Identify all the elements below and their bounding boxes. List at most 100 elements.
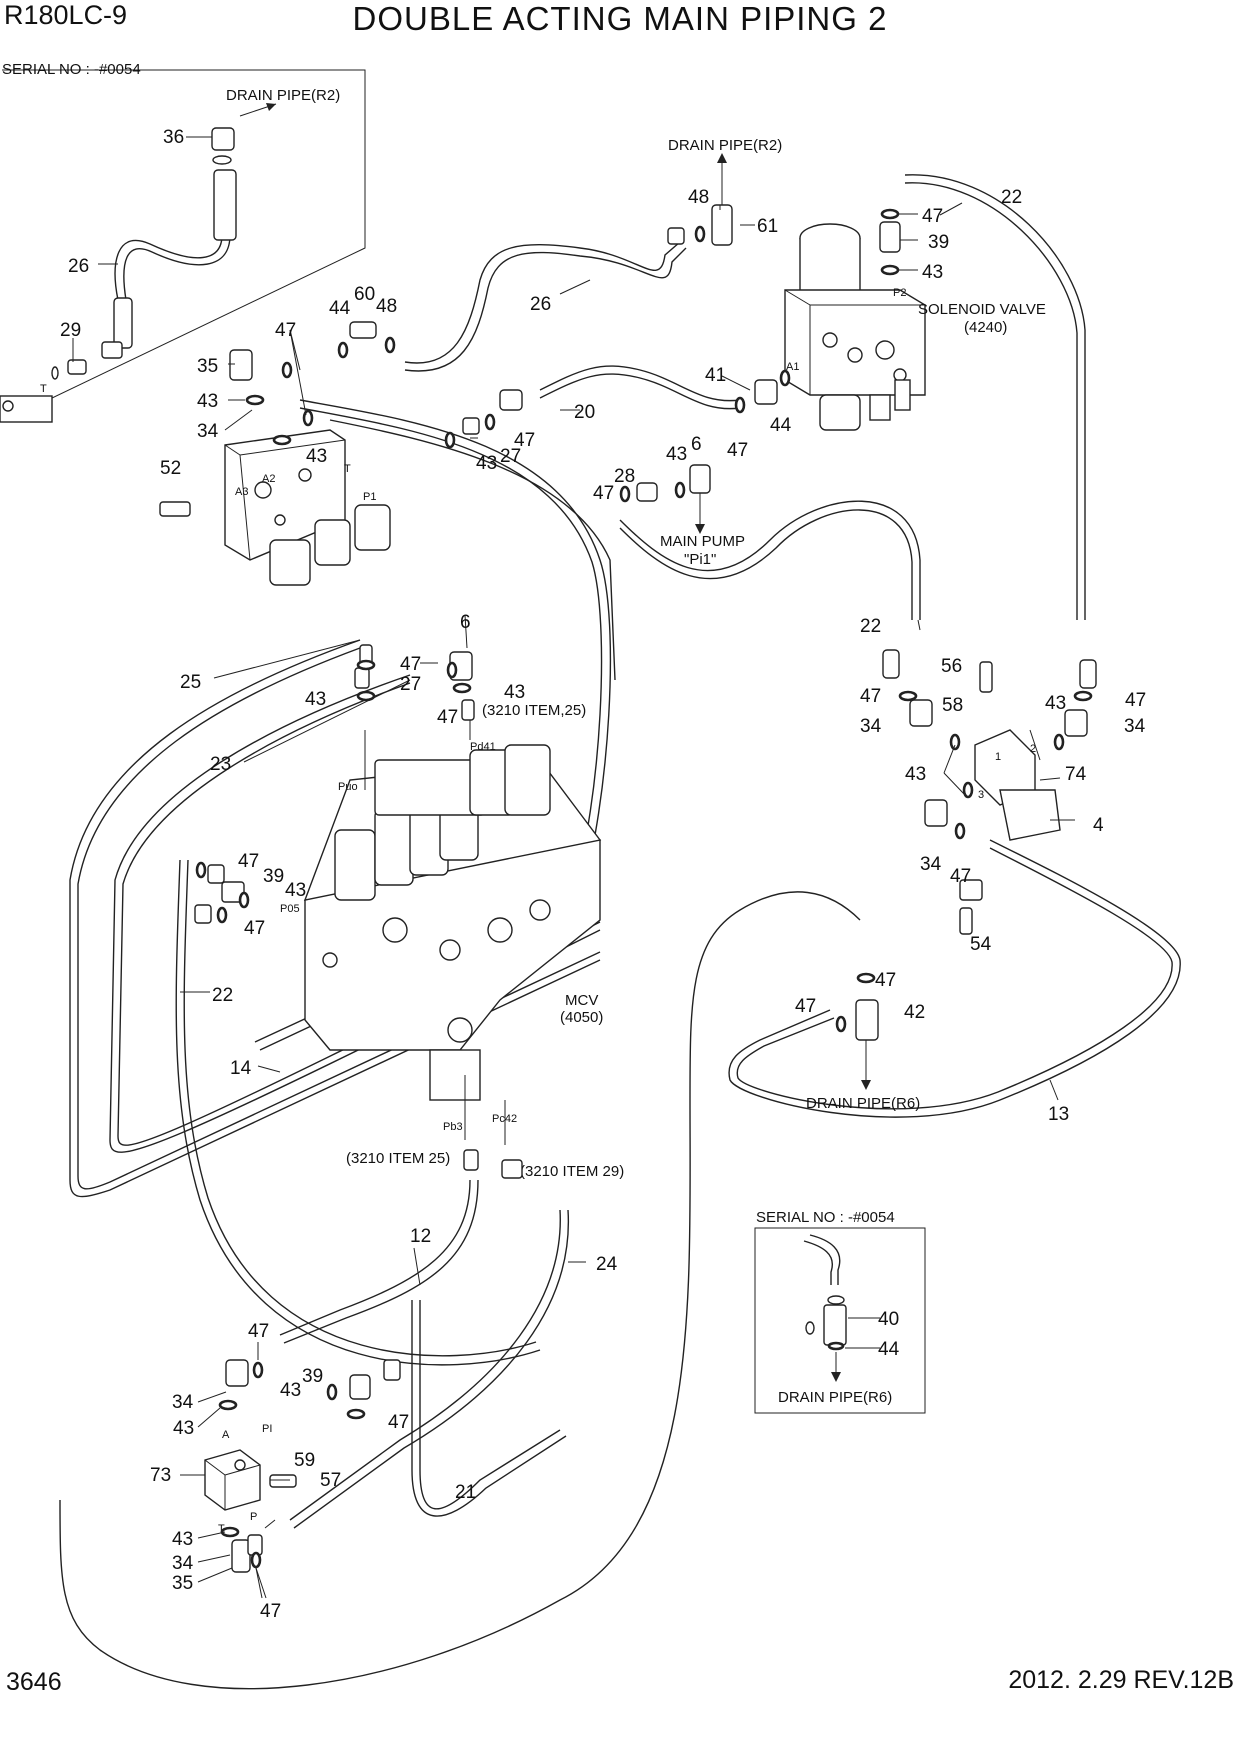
tee-40 — [823, 1304, 847, 1346]
callout-47-q: 47 — [260, 1601, 281, 1622]
callout-25: 25 — [180, 672, 201, 693]
callout-23: 23 — [210, 754, 231, 775]
callout-43-e: 43 — [666, 444, 687, 465]
callout-34: 34 — [197, 421, 219, 442]
valve-73: A T P PI — [204, 1423, 272, 1535]
callout-60: 60 — [354, 284, 375, 305]
solenoid-valve-code: (4240) — [964, 319, 1007, 336]
callout-44-c: 44 — [878, 1339, 900, 1360]
pipe-13-lower — [59, 891, 861, 1690]
callout-14: 14 — [230, 1058, 252, 1079]
pipe-22-right — [904, 174, 1086, 620]
page-number: 3646 — [6, 1668, 62, 1696]
pipe-22-mid — [619, 500, 921, 620]
model-name: R180LC-9 — [4, 0, 128, 30]
port-label-p: P — [250, 1511, 257, 1523]
port-label-a1: A1 — [786, 361, 799, 373]
callout-47-b: 47 — [275, 320, 296, 341]
callout-6: 6 — [691, 434, 702, 455]
callout-6-b: 6 — [460, 612, 471, 633]
callout-43-l: 43 — [172, 1529, 193, 1550]
port-label-p1: P1 — [363, 491, 376, 503]
callout-numbers: 36 26 29 48 61 22 47 39 43 26 44 60 48 4… — [60, 127, 1146, 1622]
callout-61: 61 — [757, 216, 778, 237]
mcv-4050: MCV (4050) Pd41 Puo P05 Pb3 Pc42 — [280, 700, 603, 1145]
callout-47-n: 47 — [795, 996, 816, 1017]
port-label-a2: A2 — [262, 473, 275, 485]
port-label-pd41: Pd41 — [470, 741, 496, 753]
item-3210-25a: (3210 ITEM,25) — [482, 702, 586, 719]
pipes — [59, 174, 1181, 1690]
callout-22: 22 — [1001, 187, 1022, 208]
callout-43-l-top: 43 — [173, 1418, 194, 1439]
callout-47-c: 47 — [727, 440, 748, 461]
pipe-24 — [289, 1209, 561, 1521]
callout-43: 43 — [922, 262, 943, 283]
fitting-52 — [159, 501, 191, 517]
port-label-2: 2 — [1030, 743, 1036, 755]
callout-39-b: 39 — [263, 866, 284, 887]
mcv-label: MCV — [565, 992, 598, 1009]
inset-drain-label: DRAIN PIPE(R2) — [226, 87, 340, 104]
solenoid-valve-label: SOLENOID VALVE — [918, 301, 1046, 318]
pipe-14 — [259, 399, 612, 1051]
main-pump-port: "Pi1" — [684, 551, 716, 568]
port-label-t3: T — [218, 1523, 225, 1535]
callout-57: 57 — [320, 1470, 341, 1491]
pipe-13 — [728, 839, 1181, 1118]
callout-56: 56 — [941, 656, 962, 677]
callout-34-c: 34 — [1124, 716, 1146, 737]
leader-lines — [72, 136, 1075, 1599]
callout-54: 54 — [970, 934, 992, 955]
callout-26: 26 — [68, 256, 89, 277]
valve-block-left: A3 A2 T P1 — [159, 429, 391, 586]
callout-34-f: 34 — [172, 1553, 194, 1574]
callout-43-c: 43 — [306, 446, 327, 467]
port-label-a: A — [222, 1429, 230, 1441]
callout-28: 28 — [614, 466, 635, 487]
callout-59: 59 — [294, 1450, 315, 1471]
callout-41: 41 — [705, 365, 726, 386]
callout-27-b: 27 — [400, 674, 421, 695]
pipe-12 — [279, 1179, 471, 1336]
inset-bottom-right: SERIAL NO : -#0054 DRAIN PIPE(R6) — [754, 1209, 926, 1414]
port-label-1: 1 — [995, 751, 1001, 763]
pipe-20 — [539, 365, 741, 402]
callout-47-g: 47 — [437, 707, 458, 728]
revision-date: 2012. 2.29 REV.12B — [1008, 1666, 1234, 1694]
tee-61 — [711, 204, 733, 246]
port-label-a3: A3 — [235, 486, 248, 498]
callout-34-d: 34 — [920, 854, 942, 875]
callout-43-d: 43 — [476, 453, 497, 474]
callout-74: 74 — [1065, 764, 1087, 785]
callout-24: 24 — [596, 1254, 618, 1275]
fitting-29 — [67, 359, 87, 375]
callout-22-b: 22 — [860, 616, 881, 637]
mcv-code: (4050) — [560, 1009, 603, 1026]
callout-43-b: 43 — [197, 391, 218, 412]
callout-47-f: 47 — [400, 654, 421, 675]
callout-44: 44 — [329, 298, 351, 319]
callout-13: 13 — [1048, 1104, 1069, 1125]
callout-47-m: 47 — [875, 970, 896, 991]
callout-22-c: 22 — [212, 985, 233, 1006]
flow-labels: DRAIN PIPE(R2) MAIN PUMP "Pi1" DRAIN PIP… — [346, 137, 920, 1180]
pipe-22-left — [175, 859, 541, 1366]
callout-36: 36 — [163, 127, 184, 148]
port-label-p05: P05 — [280, 903, 300, 915]
callout-34-b: 34 — [860, 716, 882, 737]
callout-48: 48 — [688, 187, 709, 208]
callout-21: 21 — [455, 1482, 476, 1503]
callout-48-b: 48 — [376, 296, 397, 317]
callout-43-k: 43 — [280, 1380, 301, 1401]
pipe-25 — [69, 639, 601, 1198]
solenoid-valve-4240: SOLENOID VALVE (4240) A1 P2 — [784, 223, 1046, 431]
callout-47-o: 47 — [248, 1321, 269, 1342]
pipe-21 — [419, 1300, 561, 1510]
callout-47-p: 47 — [388, 1412, 409, 1433]
callout-29: 29 — [60, 320, 81, 341]
elbow-36 — [211, 127, 235, 151]
callout-43-i: 43 — [905, 764, 926, 785]
callout-47-i: 47 — [1125, 690, 1146, 711]
